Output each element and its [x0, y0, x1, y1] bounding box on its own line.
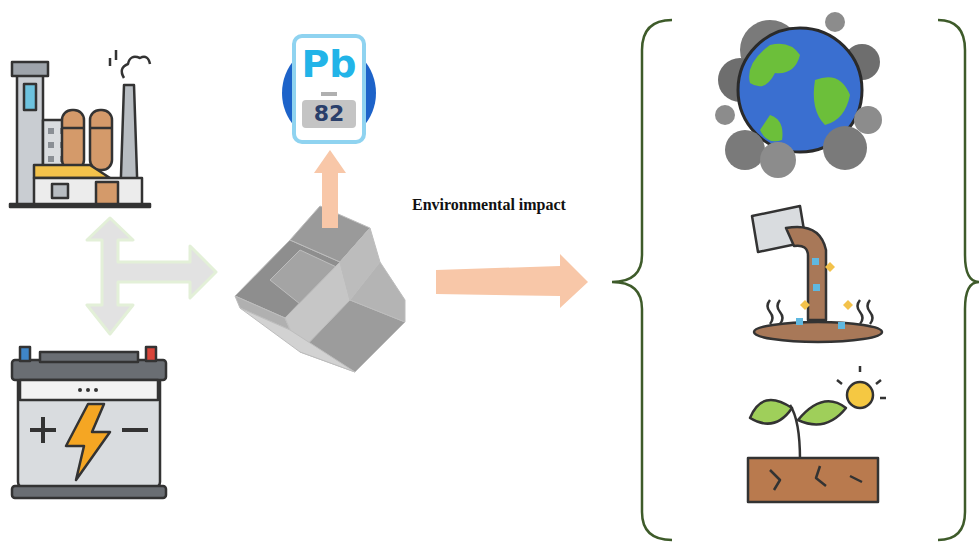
brace — [612, 20, 672, 540]
flow-arrows — [87, 218, 216, 334]
impact-label: Environmental impact — [412, 196, 566, 214]
drought-plant-icon — [748, 366, 886, 502]
atomic-number: 82 — [302, 100, 356, 128]
lead-ingots — [235, 206, 405, 372]
battery-icon — [12, 347, 166, 498]
pollution-spill-icon — [752, 206, 882, 342]
element-symbol: Pb — [282, 42, 376, 86]
factory-icon — [10, 50, 150, 207]
element-tile: Pb 82 — [282, 34, 376, 144]
impact-arrow — [436, 254, 588, 308]
polluted-earth-icon — [715, 12, 882, 178]
up-arrow — [314, 150, 346, 228]
brace — [938, 20, 979, 540]
